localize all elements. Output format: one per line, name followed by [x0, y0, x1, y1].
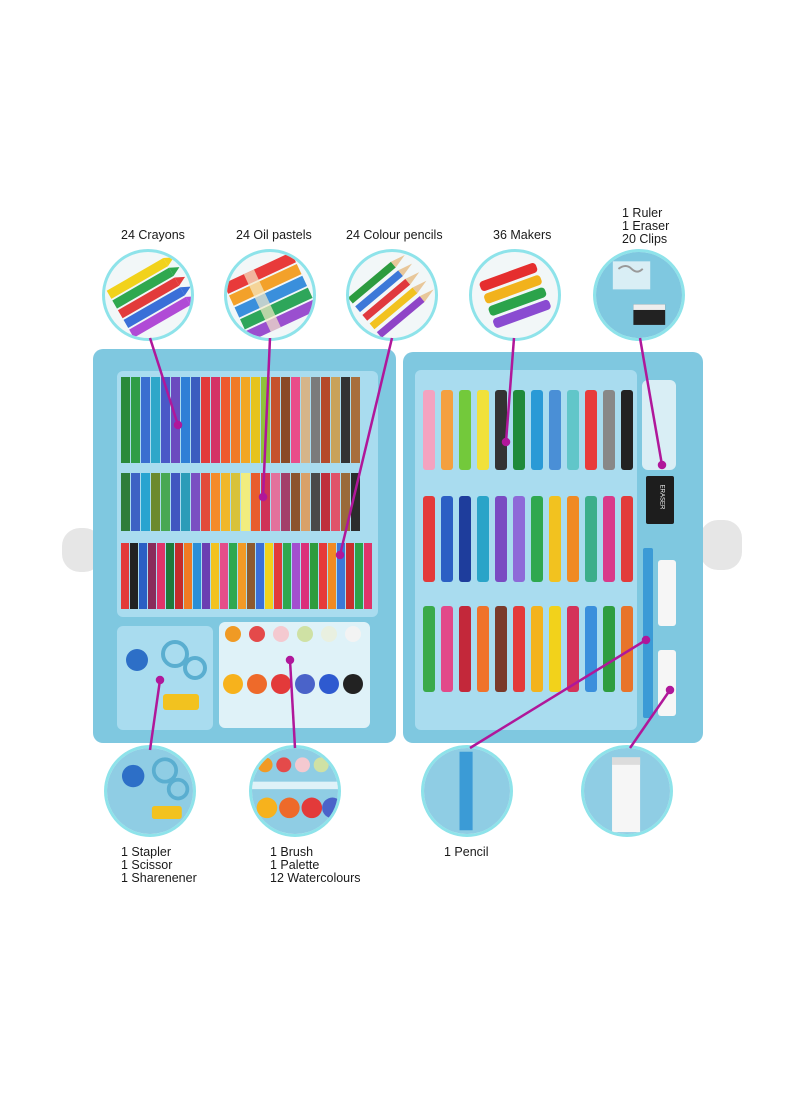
label-oil-pastels: 24 Oil pastels — [236, 228, 312, 242]
ruler-circle — [581, 745, 673, 837]
ruler-eraser-clips-closeup-circle — [593, 249, 685, 341]
crayons-closeup-circle — [102, 249, 194, 341]
ruler-holder-bottom — [658, 650, 676, 716]
accessory-tray — [117, 626, 213, 730]
crayon-tray — [117, 371, 378, 617]
colour-pencils-closeup-circle — [346, 249, 438, 341]
marker-tray — [415, 370, 637, 730]
label-crayons: 24 Crayons — [121, 228, 185, 242]
eraser: ERASER — [646, 476, 674, 524]
clips-compartment — [642, 380, 676, 470]
watercolour-palette — [219, 622, 370, 728]
label-makers: 36 Makers — [493, 228, 552, 242]
right-handle — [700, 520, 742, 570]
markers-closeup-circle — [469, 249, 561, 341]
label-colour-pencils: 24 Colour pencils — [346, 228, 443, 242]
watercolours-circle — [249, 745, 341, 837]
pencil-circle — [421, 745, 513, 837]
stapler-scissor-sharpener-circle — [104, 745, 196, 837]
crayon-rows-art — [121, 377, 372, 609]
label-ruler-eraser-clips: 1 Ruler 1 Eraser 20 Clips — [622, 206, 670, 246]
oil-pastels-closeup-circle — [224, 249, 316, 341]
label-pencil: 1 Pencil — [444, 845, 489, 859]
ruler-holder-top — [658, 560, 676, 626]
label-stapler-scissor-sharpener: 1 Stapler 1 Scissor 1 Sharenener — [121, 845, 197, 885]
label-brush-palette-watercolours: 1 Brush 1 Palette 12 Watercolours — [270, 845, 361, 885]
pencil — [643, 548, 653, 718]
eraser-label: ERASER — [658, 484, 665, 510]
